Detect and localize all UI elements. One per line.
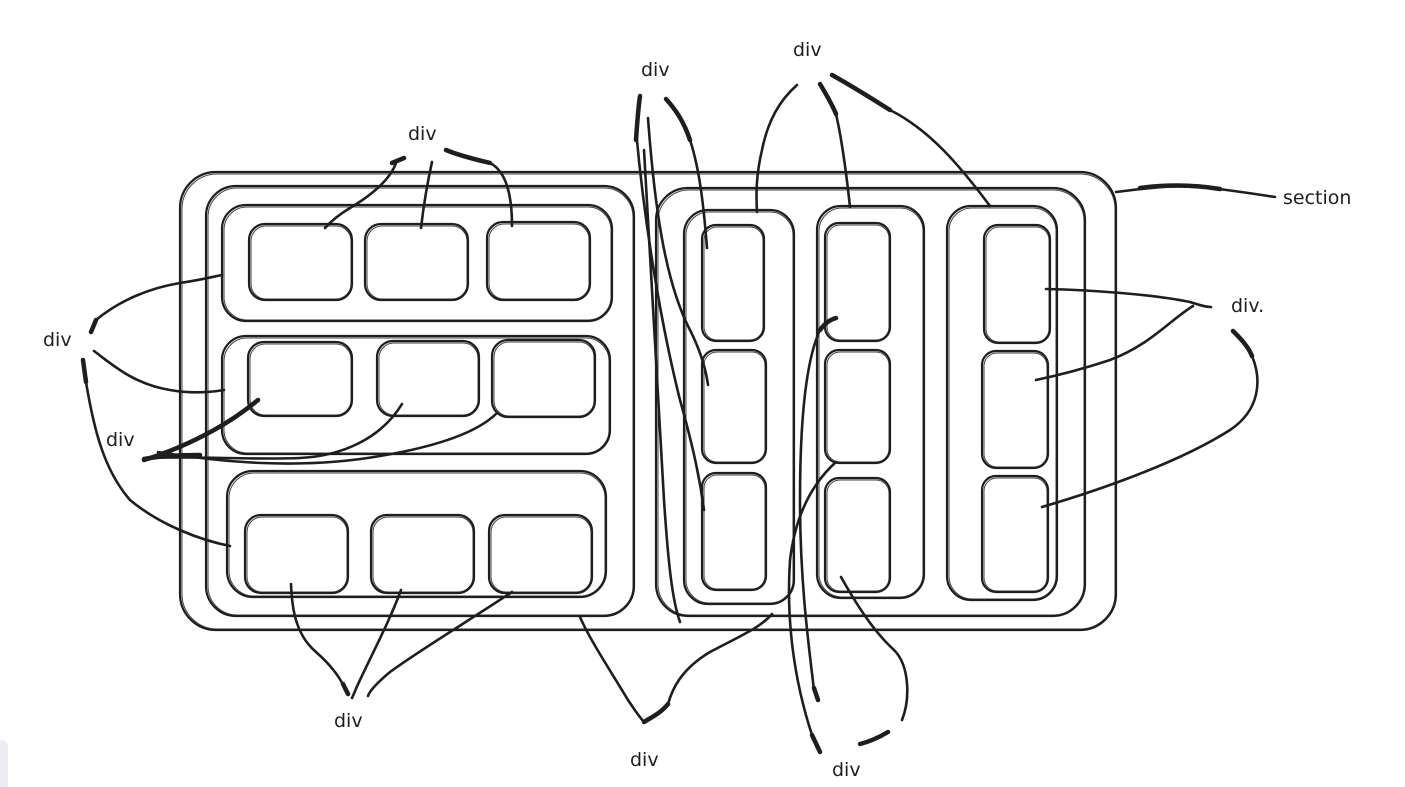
label-div-top-left: div: [408, 123, 437, 145]
cell-box: [485, 220, 592, 302]
right-container-box: [654, 186, 1087, 618]
section-box: [178, 170, 1118, 632]
cell-box: [980, 474, 1050, 594]
cell-box: [980, 349, 1050, 470]
left-container-box: [204, 184, 636, 618]
right-column-2: [815, 204, 926, 600]
cell-box: [823, 348, 892, 465]
cell-box: [700, 348, 768, 465]
cell-box: [823, 221, 892, 343]
label-div-bottom-right: div: [832, 759, 861, 781]
label-div-right: div.: [1231, 295, 1264, 317]
connector-lines: [80, 72, 1277, 755]
cell-box: [700, 471, 768, 592]
cell-box: [375, 339, 481, 418]
canvas-corner-tab: [0, 740, 8, 787]
right-column-3: [945, 204, 1059, 602]
cell-box: [700, 223, 766, 343]
cell-box: [490, 338, 597, 419]
label-div-top-middle: div: [641, 59, 670, 81]
left-row-2: [220, 334, 612, 456]
left-row-3: [225, 469, 608, 599]
cell-box: [369, 513, 476, 595]
cell-box: [982, 223, 1052, 345]
label-div-left: div: [43, 329, 72, 351]
label-div-bottom-left: div: [334, 710, 363, 732]
cell-box: [363, 222, 470, 302]
label-div-top-right: div: [793, 39, 822, 61]
label-div-left-inner: div: [106, 429, 135, 451]
cell-box: [243, 513, 350, 595]
cell-box: [823, 476, 892, 594]
right-column-1: [682, 208, 796, 606]
left-row-1: [220, 203, 614, 323]
cell-box: [246, 340, 354, 418]
label-div-bottom-middle: div: [630, 749, 659, 771]
cell-box: [487, 513, 594, 595]
label-section: section: [1283, 187, 1351, 209]
cell-box: [247, 222, 354, 302]
